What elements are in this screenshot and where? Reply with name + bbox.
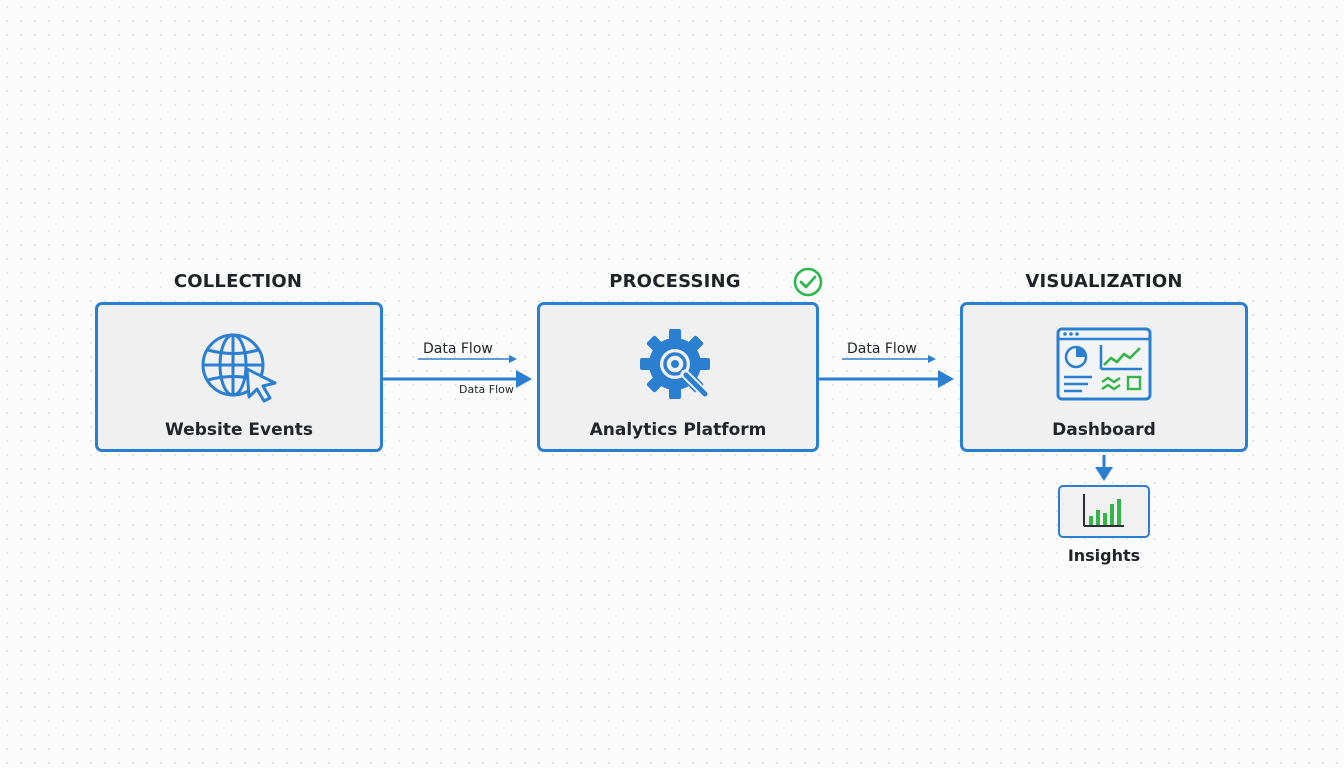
- flow-label-processing-top: Data Flow: [847, 341, 917, 357]
- label-arrow-collection-to-processing: [418, 355, 517, 363]
- flow-label-collection-top: Data Flow: [423, 341, 493, 357]
- dashboard-icon: [1056, 327, 1152, 401]
- node-analytics-platform[interactable]: Analytics Platform: [537, 302, 819, 452]
- gear-magnifier-icon: [638, 329, 718, 403]
- stage-title-processing: PROCESSING: [609, 271, 741, 292]
- arrow-processing-to-visualization: [818, 370, 954, 388]
- label-arrow-processing-to-visualization: [842, 355, 936, 363]
- node-insights[interactable]: [1058, 485, 1150, 538]
- node-label-insights: Insights: [1067, 546, 1141, 565]
- flow-label-collection-bottom: Data Flow: [459, 383, 514, 396]
- arrow-dashboard-to-insights: [1095, 455, 1113, 481]
- node-label-analytics-platform: Analytics Platform: [589, 420, 767, 440]
- stage-title-collection: COLLECTION: [173, 271, 303, 292]
- check-circle-icon: [793, 267, 823, 297]
- stage-title-visualization: VISUALIZATION: [1025, 271, 1183, 292]
- node-label-website-events: Website Events: [165, 420, 313, 440]
- node-dashboard[interactable]: Dashboard: [960, 302, 1248, 452]
- node-website-events[interactable]: Website Events: [95, 302, 383, 452]
- globe-cursor-icon: [199, 331, 279, 403]
- arrow-collection-to-processing: [382, 370, 532, 388]
- bar-chart-icon: [1083, 494, 1124, 527]
- node-label-dashboard: Dashboard: [1052, 420, 1156, 440]
